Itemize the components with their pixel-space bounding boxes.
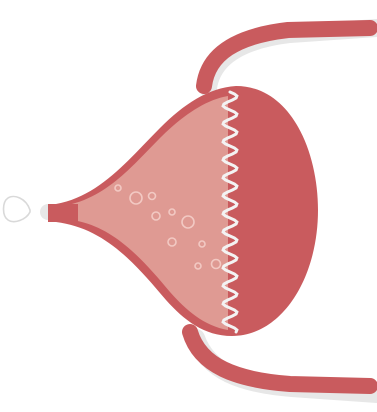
lower-tube bbox=[190, 332, 370, 386]
body-light-region bbox=[72, 96, 228, 330]
left-duct bbox=[48, 204, 78, 222]
drop-icon bbox=[4, 197, 31, 222]
